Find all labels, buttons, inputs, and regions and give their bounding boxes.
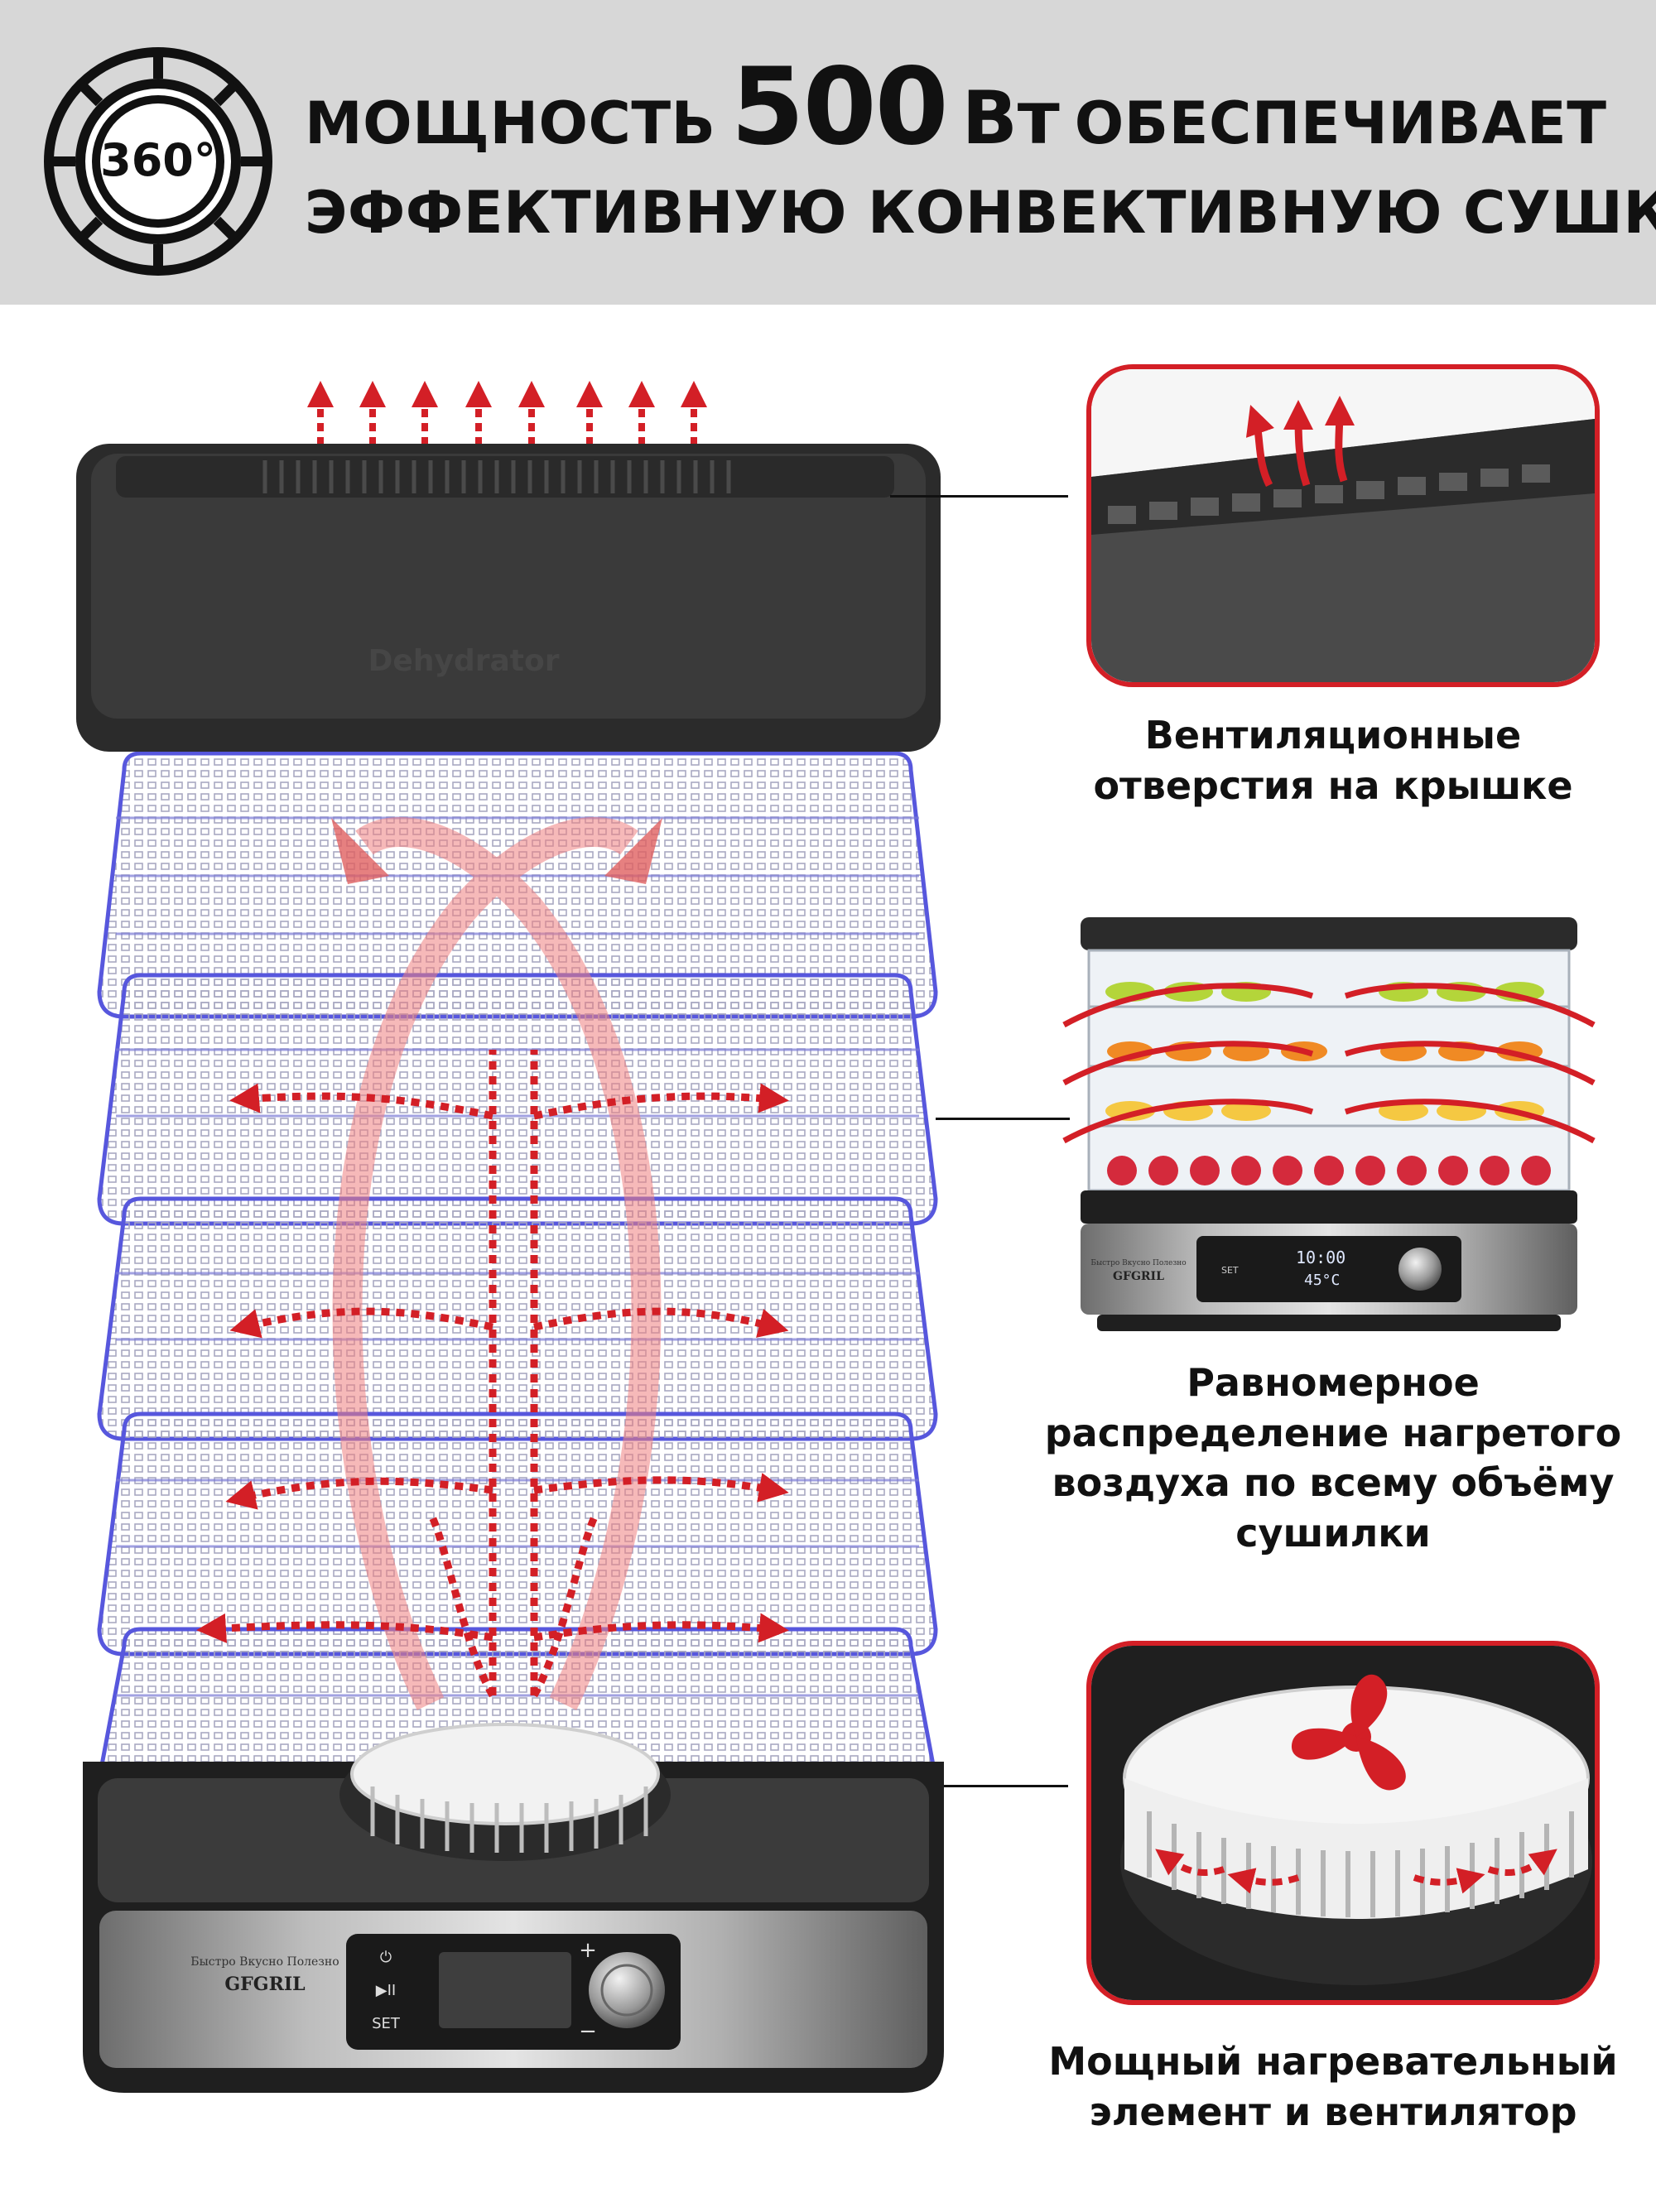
- leader-line-vents: [890, 495, 1068, 498]
- fan-closeup-image: [1091, 1646, 1595, 2000]
- drying-trays: [97, 751, 938, 1797]
- headline-power: 500: [730, 46, 949, 169]
- convection-arrowheads: [331, 818, 662, 884]
- airflow-arrows: [196, 1050, 789, 1698]
- circular-airflow-icon: [44, 47, 272, 276]
- header-banner: 360° МОЩНОСТЬ 500 Вт ОБЕСПЕЧИВАЕТ ЭФФЕКТ…: [0, 0, 1656, 305]
- svg-text:⏻: ⏻: [380, 1949, 392, 1966]
- caption-distribution-line3: воздуха по всему объёму: [1052, 1460, 1615, 1506]
- badge-label: 360°: [100, 134, 216, 186]
- mini-display-temp: 45°C: [1304, 1272, 1340, 1289]
- leader-line-heater: [944, 1785, 1068, 1787]
- exhaust-arrows: [307, 381, 707, 445]
- vent-closeup-image: [1091, 369, 1595, 682]
- mini-set-label: SET: [1221, 1265, 1239, 1276]
- headline: МОЩНОСТЬ 500 Вт ОБЕСПЕЧИВАЕТ ЭФФЕКТИВНУЮ…: [305, 46, 1656, 247]
- feature-panel-heater: [1086, 1641, 1600, 2005]
- caption-vents-line1: Вентиляционные: [1144, 713, 1522, 757]
- brand-logo: GFGRIL: [224, 1974, 305, 1995]
- dehydrator-illustration: Dehydrator: [0, 305, 1010, 2209]
- knob-minus: −: [579, 2019, 597, 2044]
- leader-line-distribution: [936, 1118, 1070, 1120]
- dehydrator-with-food-image: SET 10:00 45°C Быстро Вкусно Полезно GFG…: [1062, 917, 1596, 1331]
- caption-heater-line1: Мощный нагревательный: [1048, 2039, 1618, 2084]
- knob-plus: +: [579, 1938, 597, 1963]
- fan-icon: [1291, 1674, 1406, 1791]
- feature-image-distribution: SET 10:00 45°C Быстро Вкусно Полезно GFG…: [1047, 909, 1610, 1339]
- play-pause-label: ▶II: [376, 1982, 396, 1999]
- lid: Dehydrator: [76, 444, 941, 752]
- headline-part2: ОБЕСПЕЧИВАЕТ: [1074, 89, 1607, 157]
- lid-text: Dehydrator: [368, 644, 560, 678]
- headline-part1: МОЩНОСТЬ: [305, 89, 716, 157]
- caption-heater: Мощный нагревательный элемент и вентилят…: [1010, 2036, 1656, 2137]
- caption-distribution-line4: сушилки: [1235, 1511, 1431, 1556]
- convection-loops: [332, 817, 662, 1710]
- headline-unit: Вт: [961, 75, 1060, 161]
- set-label: SET: [372, 2015, 401, 2032]
- caption-distribution: Равномерное распределение нагретого возд…: [1010, 1358, 1656, 1559]
- mini-logo: GFGRIL: [1113, 1270, 1164, 1283]
- brand-slogan: Быстро Вкусно Полезно: [190, 1955, 339, 1969]
- headline-line2: ЭФФЕКТИВНУЮ КОНВЕКТИВНУЮ СУШКУ: [305, 179, 1656, 247]
- caption-heater-line2: элемент и вентилятор: [1089, 2089, 1577, 2134]
- feature-panel-vents: [1086, 364, 1600, 687]
- 360-degree-badge: 360°: [38, 41, 278, 281]
- mini-display-time: 10:00: [1296, 1248, 1346, 1267]
- caption-vents: Вентиляционные отверстия на крышке: [1010, 710, 1656, 810]
- caption-distribution-line2: распределение нагретого: [1044, 1410, 1622, 1455]
- mini-slogan: Быстро Вкусно Полезно: [1090, 1259, 1186, 1267]
- caption-distribution-line1: Равномерное: [1187, 1360, 1480, 1405]
- caption-vents-line2: отверстия на крышке: [1093, 762, 1573, 808]
- base: ⏻ ▶II SET + − Быстро Вкусно Полезно GFGR…: [83, 1723, 944, 2093]
- dehydrator-image: Dehydrator: [76, 381, 944, 2093]
